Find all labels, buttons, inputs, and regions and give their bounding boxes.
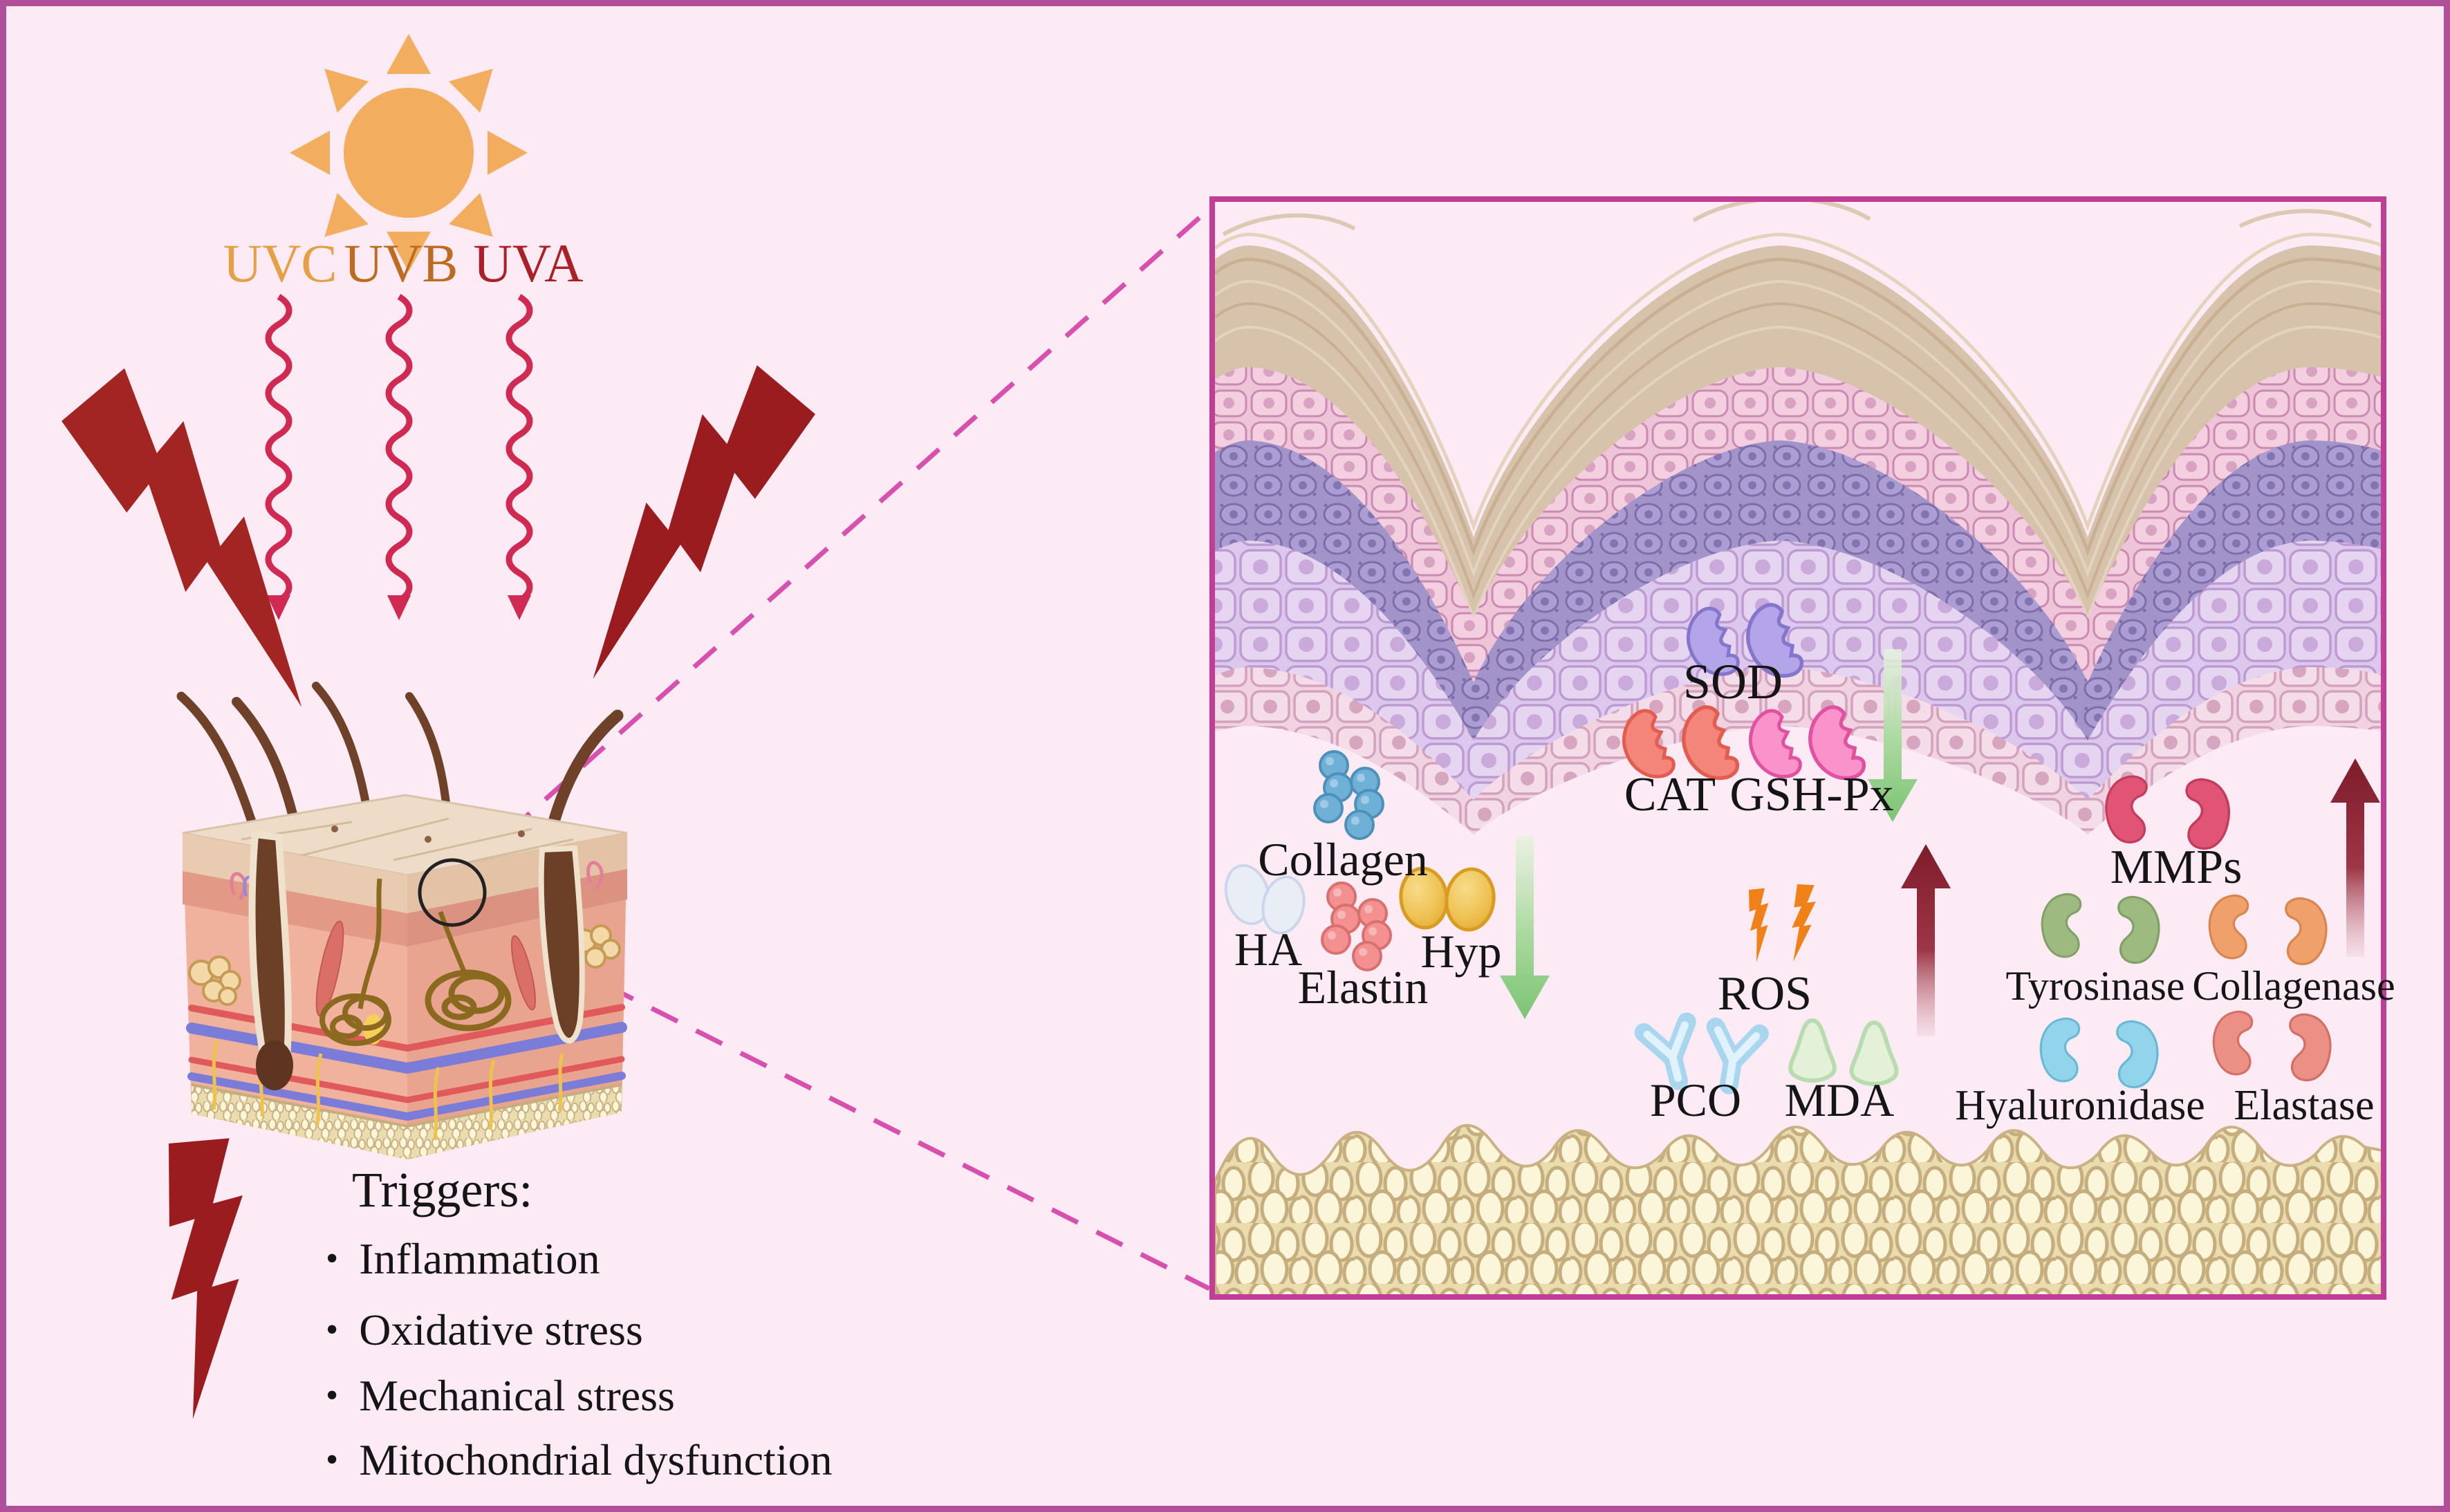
tyrosinase-label: Tyrosinase [2005,963,2185,1009]
elastase-label: Elastase [2234,1082,2375,1129]
hyaluronidase-label: Hyaluronidase [1955,1082,2205,1129]
red-up-arrow-2 [2330,758,2380,957]
gsh-px-label: GSH-Px [1729,768,1894,821]
sod-label: SOD [1682,654,1783,709]
ha-label: HA [1234,923,1303,976]
trigger-item-mitochondrial-dysfunction: • Mitochondrial dysfunction [326,1438,833,1482]
collagen-label: Collagen [1258,833,1428,886]
trigger-item-oxidative-stress: • Oxidative stress [326,1308,643,1352]
collagenase-label: Collagenase [2192,963,2395,1009]
ha-icon [1224,864,1306,935]
fat-layer [1215,1123,2381,1294]
trigger-item-label: Oxidative stress [359,1305,643,1354]
annotation-circle-icon [418,858,487,927]
trigger-item-inflammation: • Inflammation [326,1237,600,1281]
green-down-arrow-2 [1500,836,1550,1019]
bullet-icon: • [326,1440,339,1480]
mmps-label: MMPs [2110,841,2243,894]
uv-ray-icons [267,297,531,620]
magnified-skin-panel [1209,196,2386,1300]
lightning-bolt-left-icon [50,361,373,717]
red-up-arrow-1 [1901,844,1951,1036]
ros-label: ROS [1717,967,1812,1020]
pco-label: PCO [1649,1074,1742,1126]
trigger-item-label: Inflammation [359,1234,600,1283]
bullet-icon: • [326,1310,339,1350]
elastin-label: Elastin [1297,961,1429,1014]
connector-dashes [469,207,1212,1291]
uv-label-uvb: UVB [344,233,458,293]
trigger-item-label: Mitochondrial dysfunction [359,1435,833,1484]
panel-border [1209,196,2386,1300]
cat-label: CAT [1624,768,1716,821]
lightning-bolt-trigger-icon [158,1137,262,1420]
uv-label-uvc: UVC [223,233,337,293]
sun-icon [290,34,528,272]
bullet-icon: • [326,1376,339,1415]
bullet-icon: • [326,1239,339,1278]
hyp-label: Hyp [1420,925,1502,978]
uv-label-uva: UVA [473,233,584,293]
green-down-arrow-1 [1868,649,1918,822]
mda-label: MDA [1784,1074,1895,1126]
epidermis-layers [1215,202,2381,1294]
lightning-bolt-right-icon [526,358,826,688]
skin-cube [176,682,628,1159]
trigger-item-mechanical-stress: • Mechanical stress [326,1374,675,1418]
triggers-title: Triggers: [352,1162,533,1217]
diagram-artwork [50,34,2386,1420]
trigger-item-label: Mechanical stress [359,1371,675,1420]
hyp-icon [1399,866,1496,932]
